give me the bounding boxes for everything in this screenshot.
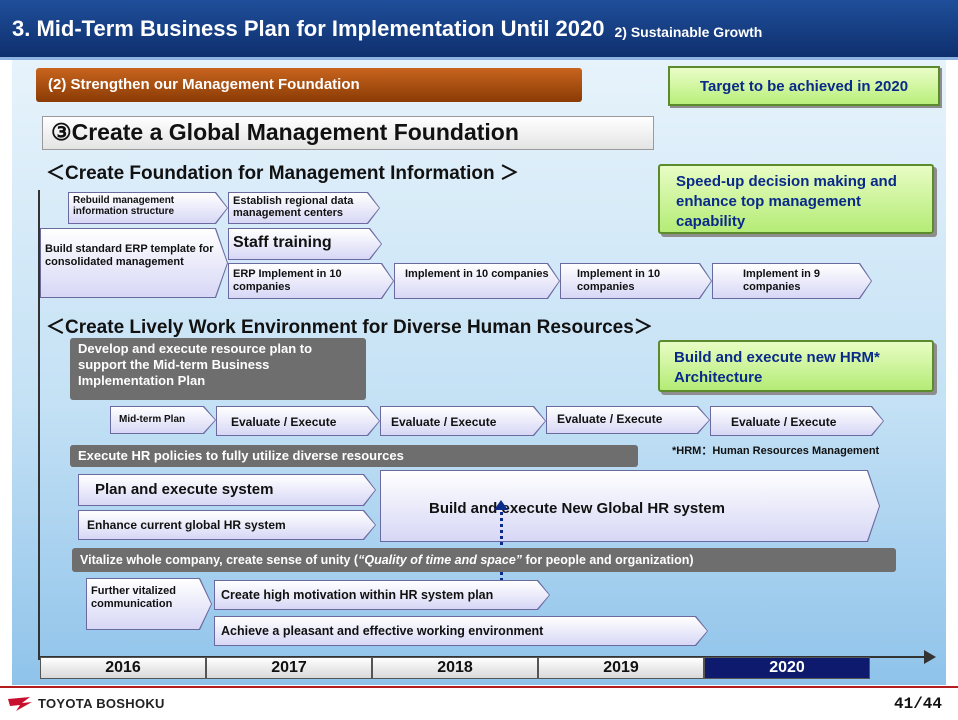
rebuild-label: Rebuild management information structure: [69, 193, 227, 223]
hr-subheading: ＜Create Lively Work Environment for Dive…: [46, 317, 653, 338]
mgmt-goal-box: Speed-up decision making and enhance top…: [658, 164, 934, 234]
midterm-plan-arrow: Mid-term Plan: [110, 406, 216, 434]
pleasant-env-label: Achieve a pleasant and effective working…: [215, 617, 707, 645]
impl-2018-arrow: Implement in 10 companies: [394, 263, 560, 299]
staff-training-label: Staff training: [229, 229, 381, 259]
toyota-boshoku-logo-icon: [8, 696, 32, 711]
section-tag: (2) Strengthen our Management Foundation: [36, 68, 582, 102]
eval-2018-arrow: Evaluate / Execute: [380, 406, 546, 436]
midterm-plan-label: Mid-term Plan: [111, 407, 215, 433]
eval-2019-arrow: Evaluate / Execute: [546, 406, 710, 434]
eval-2020-label: Evaluate / Execute: [711, 407, 883, 435]
section-heading: ③Create a Global Management Foundation: [42, 116, 654, 150]
new-global-hr-arrow: Build and execute New Global HR system: [380, 470, 880, 542]
title-bar: 3. Mid-Term Business Plan for Implementa…: [0, 0, 958, 60]
vitalize-post: for people and organization): [522, 553, 694, 567]
vitalize-pre: Vitalize whole company, create sense of …: [80, 553, 359, 567]
eval-2018-label: Evaluate / Execute: [381, 407, 545, 435]
further-vitalized-arrow: Further vitalized communication: [86, 578, 212, 630]
impl-2020-label: Implement in 9 companies: [713, 264, 871, 298]
hrm-footnote: *HRM：Human Resources Management: [672, 445, 880, 457]
regional-label: Establish regional data management cente…: [229, 193, 379, 223]
high-motivation-label: Create high motivation within HR system …: [215, 581, 549, 609]
enhance-system-arrow: Enhance current global HR system: [78, 510, 376, 540]
eval-2020-arrow: Evaluate / Execute: [710, 406, 884, 436]
vitalize-quote: “Quality of time and space”: [358, 553, 523, 567]
mgmt-info-subheading: ＜Create Foundation for Management Inform…: [46, 163, 519, 184]
impl-2019-arrow: Implement in 10 companies: [560, 263, 712, 299]
enhance-system-label: Enhance current global HR system: [79, 511, 375, 539]
eval-2017-label: Evaluate / Execute: [217, 407, 379, 435]
new-global-hr-label: Build and execute New Global HR system: [381, 471, 879, 541]
dotted-arrow-line: [500, 505, 503, 587]
eval-2019-label: Evaluate / Execute: [547, 407, 709, 433]
year-2017: 2017: [206, 657, 372, 679]
erp-template-label: Build standard ERP template for consolid…: [41, 229, 227, 297]
company-logo: TOYOTA BOSHOKU: [8, 696, 165, 711]
page-title: 3. Mid-Term Business Plan for Implementa…: [12, 15, 605, 41]
target-box: Target to be achieved in 2020: [668, 66, 940, 106]
year-2020-highlight: 2020: [704, 657, 870, 679]
footer: TOYOTA BOSHOKU 41/44: [0, 686, 958, 720]
page-subtitle: 2) Sustainable Growth: [614, 23, 763, 40]
high-motivation-arrow: Create high motivation within HR system …: [214, 580, 550, 610]
erp-implement-arrow: ERP Implement in 10 companies: [228, 263, 394, 299]
hrm-goal-box: Build and execute new HRM* Architecture: [658, 340, 934, 392]
company-name: TOYOTA BOSHOKU: [38, 696, 165, 711]
plan-system-arrow: Plan and execute system: [78, 474, 376, 506]
vitalize-bar: Vitalize whole company, create sense of …: [72, 548, 896, 572]
pleasant-env-arrow: Achieve a pleasant and effective working…: [214, 616, 708, 646]
slide-content: (2) Strengthen our Management Foundation…: [12, 60, 946, 685]
year-axis: 2016 2017 2018 2019 2020: [40, 657, 870, 679]
impl-2018-label: Implement in 10 companies: [395, 264, 559, 298]
resource-plan-box: Develop and execute resource plan to sup…: [70, 338, 366, 400]
page-number: 41/44: [893, 695, 942, 713]
further-vitalized-label: Further vitalized communication: [87, 579, 211, 629]
execute-policies-bar: Execute HR policies to fully utilize div…: [70, 445, 638, 467]
regional-arrow: Establish regional data management cente…: [228, 192, 380, 224]
impl-2019-label: Implement in 10 companies: [561, 264, 711, 298]
impl-2020-arrow: Implement in 9 companies: [712, 263, 872, 299]
year-2018: 2018: [372, 657, 538, 679]
erp-template-arrow: Build standard ERP template for consolid…: [40, 228, 228, 298]
year-2019: 2019: [538, 657, 704, 679]
timeline-arrowhead: [924, 650, 936, 664]
eval-2017-arrow: Evaluate / Execute: [216, 406, 380, 436]
erp-implement-label: ERP Implement in 10 companies: [229, 264, 393, 298]
staff-training-arrow: Staff training: [228, 228, 382, 260]
year-2016: 2016: [40, 657, 206, 679]
rebuild-arrow: Rebuild management information structure: [68, 192, 228, 224]
plan-system-label: Plan and execute system: [79, 475, 375, 505]
timeline-vertical-axis: [38, 190, 40, 660]
